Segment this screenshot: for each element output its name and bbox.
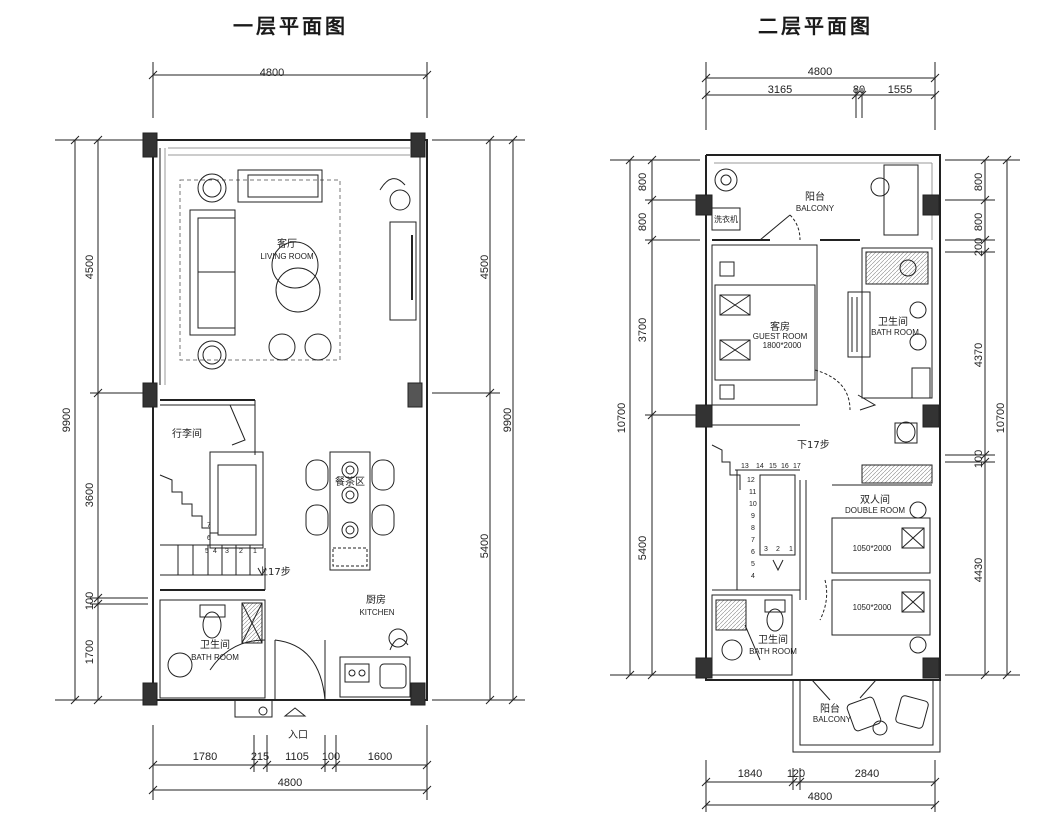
floor1-plan [55,62,525,800]
f2-stair-num: 16 [781,463,789,470]
f1-dim-l2: 100 [84,592,96,610]
f2-stair-num: 8 [751,525,755,532]
f1-stair-num: 3 [225,548,229,555]
f2-dim-l1: 800 [637,213,649,231]
kitchen-en: KITCHEN [359,608,394,617]
living-room-cn: 客厅 [277,237,297,250]
f2-stair-num: 2 [776,546,780,553]
floor2-title: 二层平面图 [758,14,873,38]
f2-dim-t2: 1555 [888,84,912,96]
washer-label: 洗衣机 [714,214,738,224]
f1-dim-b1: 215 [251,751,269,763]
f2-stair-num: 15 [769,463,777,470]
floor1-title: 一层平面图 [233,14,348,38]
f2-dim-r3: 4370 [973,343,985,367]
f1-stair-label: 上17步 [258,566,291,578]
f1-stair-num: 7 [207,522,211,529]
guest-room-cn: 客房 [770,320,790,333]
f1-bath-cn: 卫生间 [200,638,230,651]
f2-stair-num: 11 [749,489,756,496]
bed-a-size: 1050*2000 [853,544,892,553]
f1-dim-b4: 1600 [368,751,392,763]
f2-stair-num: 12 [747,477,755,484]
f2-dim-r5: 4430 [973,558,985,582]
bed-b-size: 1050*2000 [853,603,892,612]
f2-bath2-cn: 卫生间 [758,633,788,646]
guest-room-en: GUEST ROOM [753,332,808,341]
f1-stair-num: 6 [207,535,211,542]
f2-stair-num: 10 [749,501,757,508]
floor2-plan [610,62,1020,812]
f2-bath2-en: BATH ROOM [749,647,797,656]
luggage-room-label: 行李间 [172,427,202,440]
f2-dim-t0: 3165 [768,84,792,96]
f2-dim-left: 10700 [616,403,628,434]
f1-dim-top: 4800 [260,67,284,79]
floor1-labels: 4800 1780 215 1105 100 1600 4800 9900 45… [61,67,514,789]
floor2-labels: 4800 3165 80 1555 1840 120 2840 4800 107… [616,66,1007,803]
balcony-bottom-en: BALCONY [813,715,852,724]
f1-stair-num: 2 [239,548,243,555]
f2-dim-b2: 2840 [855,768,879,780]
tea-area-label: 餐茶区 [335,475,365,488]
f2-stair-num: 3 [764,546,768,553]
f2-stair-num: 9 [751,513,755,520]
f1-dim-l3: 1700 [84,640,96,664]
f2-dim-bottom: 4800 [808,791,832,803]
entry-label: 入口 [288,730,308,741]
f1-bath-en: BATH ROOM [191,653,239,662]
f1-dim-r0: 4500 [479,255,491,279]
double-room-en: DOUBLE ROOM [845,506,905,515]
f2-bath1-cn: 卫生间 [878,315,908,328]
f1-dim-b2: 1105 [285,751,309,763]
f2-stair-num: 13 [741,463,749,470]
balcony-top-cn: 阳台 [805,190,825,203]
f2-dim-l3: 5400 [637,536,649,560]
f2-dim-r1: 800 [973,213,985,231]
f2-stair-num: 14 [756,463,764,470]
double-room-cn: 双人间 [860,493,890,506]
f2-bath1-en: BATH ROOM [871,328,919,337]
f2-dim-top: 4800 [808,66,832,78]
f1-stair-num: 5 [205,548,209,555]
f2-dim-t1: 80 [853,84,865,96]
f1-dim-right: 9900 [502,408,514,432]
f2-dim-right: 10700 [995,403,1007,434]
f2-stair-num: 7 [751,537,755,544]
f1-dim-left: 9900 [61,408,73,432]
f1-dim-r1: 5400 [479,534,491,558]
f2-dim-r4: 100 [973,450,985,468]
f2-stair-num: 17 [793,463,801,470]
f2-stair-num: 4 [751,573,755,580]
f2-dim-b0: 1840 [738,768,762,780]
balcony-bottom-cn: 阳台 [820,702,840,715]
f1-dim-l0: 4500 [84,255,96,279]
f2-dim-r2: 200 [973,238,985,256]
f2-stair-label: 下17步 [797,439,830,451]
f1-stair-num: 4 [213,548,217,555]
balcony-top-en: BALCONY [796,204,835,213]
f2-dim-l0: 800 [637,173,649,191]
kitchen-cn: 厨房 [366,593,386,606]
f2-dim-l2: 3700 [637,318,649,342]
guest-bed-size: 1800*2000 [763,341,802,350]
f2-stair-num: 5 [751,561,755,568]
f2-dim-b1: 120 [787,768,805,780]
f1-stair-num: 1 [253,548,257,555]
f1-dim-bottom: 4800 [278,777,302,789]
f1-dim-l1: 3600 [84,483,96,507]
f2-stair-num: 1 [789,546,793,553]
f2-stair-num: 6 [751,549,755,556]
f1-dim-b3: 100 [322,751,340,763]
living-room-en: LIVING ROOM [260,252,314,261]
f1-dim-b0: 1780 [193,751,217,763]
f2-dim-r0: 800 [973,173,985,191]
